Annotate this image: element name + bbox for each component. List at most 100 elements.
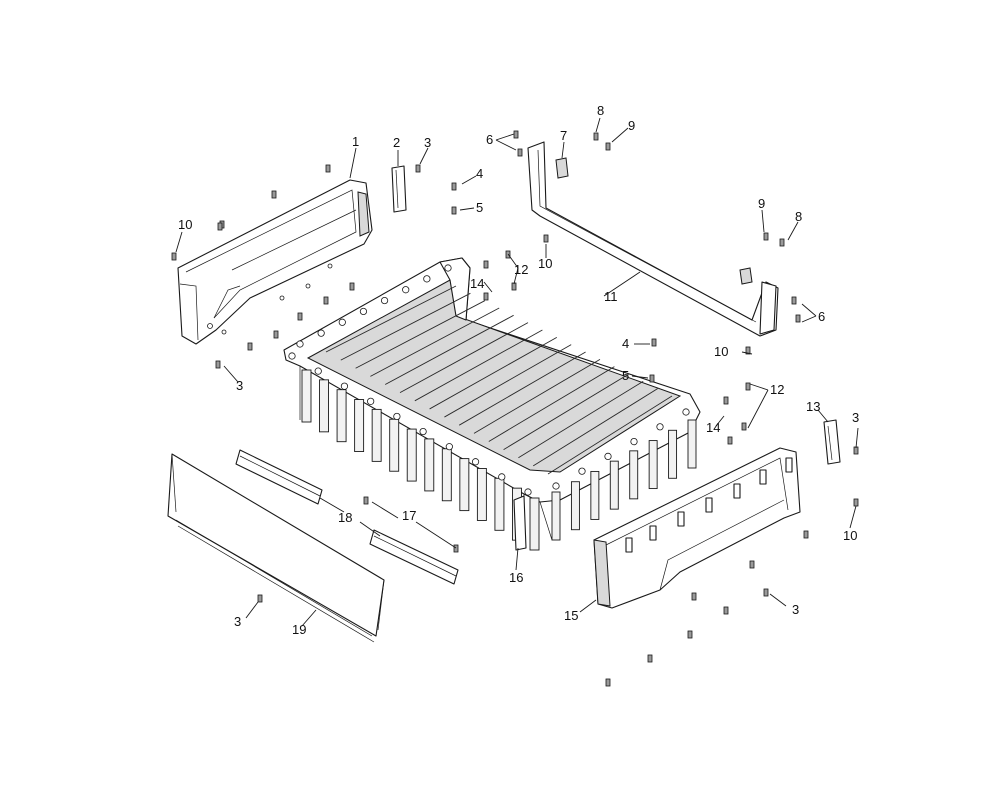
bolt <box>795 314 801 323</box>
bolt <box>763 588 769 597</box>
floor-slat <box>547 395 673 475</box>
bolt <box>271 190 277 199</box>
support-rib <box>494 477 505 531</box>
support-rib <box>609 460 619 510</box>
floor-slat <box>458 351 586 426</box>
callout-10: 10 <box>178 217 192 232</box>
cargo-bed-tub <box>283 257 701 551</box>
support-rib <box>301 369 312 423</box>
loose-fasteners <box>171 130 859 687</box>
rim-bolt <box>296 340 304 348</box>
support-rib <box>406 428 417 482</box>
support-rib <box>424 438 435 492</box>
bolt <box>853 498 859 507</box>
support-rib <box>476 468 487 521</box>
callout-3: 3 <box>424 135 431 150</box>
bolt <box>691 592 697 601</box>
rim-bolt <box>288 352 296 360</box>
bolt <box>543 234 549 243</box>
bolt <box>453 544 459 553</box>
rim-bolt <box>471 458 480 466</box>
rim-bolt <box>578 467 586 475</box>
callout-3: 3 <box>236 378 243 393</box>
rim-bolt <box>682 408 690 416</box>
bolt <box>215 360 221 369</box>
bolt <box>257 594 263 603</box>
floor-slat <box>384 314 514 385</box>
floor-slat <box>355 300 486 369</box>
support-rib <box>648 440 658 490</box>
callout-12: 12 <box>770 382 784 397</box>
callout-8: 8 <box>795 209 802 224</box>
callout-8: 8 <box>597 103 604 118</box>
floor-slat <box>414 329 543 402</box>
rim-bolt <box>419 427 427 436</box>
bolt <box>745 346 751 355</box>
callout-5: 5 <box>622 368 629 383</box>
floor-slat <box>429 336 558 410</box>
support-rib <box>570 481 580 531</box>
floor-slat <box>503 373 630 450</box>
callout-9: 9 <box>758 196 765 211</box>
panel-clip <box>625 537 633 553</box>
bolt <box>649 374 655 383</box>
seal-strip-upper <box>235 449 323 505</box>
bolt <box>483 260 489 269</box>
floor-slat <box>340 292 471 361</box>
callout-2: 2 <box>393 135 400 150</box>
panel-clip <box>677 511 685 527</box>
left-side-panel <box>177 179 373 345</box>
rim-bolt <box>338 318 346 326</box>
callout-labels: 1 2 3 3 3 3 3 4 4 5 5 6 6 7 8 8 9 9 10 1… <box>178 103 859 637</box>
panel-clip <box>733 483 741 499</box>
rim-bolt <box>314 367 322 375</box>
floor-slat <box>488 366 615 442</box>
bolt <box>171 252 177 261</box>
rim-bolt <box>393 412 401 421</box>
bolt <box>749 560 755 569</box>
bolt <box>723 606 729 615</box>
bolt <box>745 382 751 391</box>
rear-frame <box>527 141 779 337</box>
callout-15: 15 <box>564 608 578 623</box>
callout-4: 4 <box>622 336 629 351</box>
rim-bolt <box>444 264 452 272</box>
bolt <box>593 132 599 141</box>
support-rib <box>668 429 678 479</box>
panel-clip <box>705 497 713 513</box>
bolt <box>723 396 729 405</box>
callout-3: 3 <box>234 614 241 629</box>
bolt <box>217 222 223 231</box>
rim-bolt <box>630 437 638 446</box>
callout-9: 9 <box>628 118 635 133</box>
callout-6: 6 <box>486 132 493 147</box>
bolt <box>323 296 329 305</box>
callout-7: 7 <box>560 128 567 143</box>
support-rib <box>551 491 561 541</box>
bolt <box>483 292 489 301</box>
panel-clip <box>759 469 767 485</box>
support-rib <box>336 389 347 443</box>
callout-12: 12 <box>514 262 528 277</box>
bolt <box>451 206 457 215</box>
rim-bolt <box>317 329 325 337</box>
tailgate <box>167 453 385 643</box>
rim-bolt <box>340 382 349 390</box>
bolt <box>779 238 785 247</box>
panel-clips <box>625 457 793 553</box>
floor-slat <box>444 344 572 418</box>
rim-bolt <box>423 275 431 283</box>
rim-bolt <box>380 296 389 305</box>
callout-10: 10 <box>843 528 857 543</box>
callout-1: 1 <box>352 134 359 149</box>
bolt <box>763 232 769 241</box>
floor-slat <box>399 322 529 394</box>
bolt <box>511 282 517 291</box>
rim-bolt <box>524 488 532 496</box>
callout-3: 3 <box>792 602 799 617</box>
support-rib <box>389 418 400 472</box>
bolt <box>247 342 253 351</box>
seal-strip-lower <box>369 529 459 585</box>
floor-slat <box>370 307 500 377</box>
bolt <box>741 422 747 431</box>
